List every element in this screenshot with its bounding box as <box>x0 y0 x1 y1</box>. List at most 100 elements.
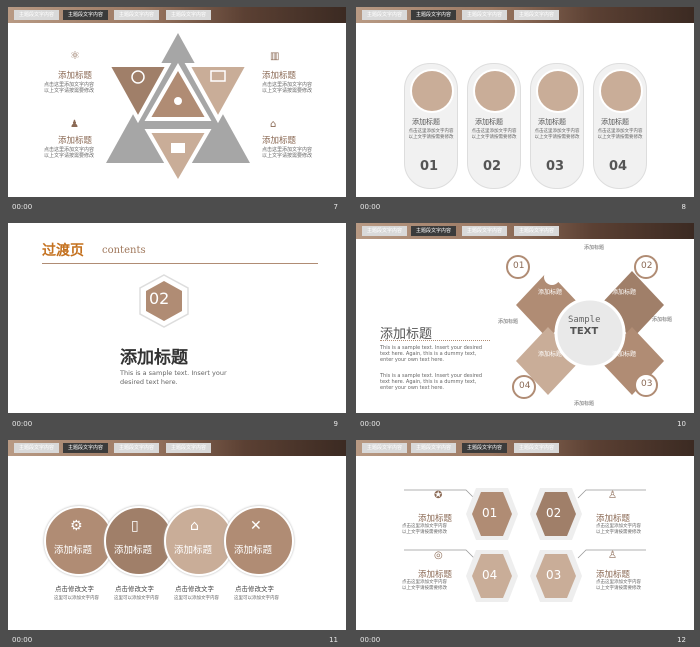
card-title-4: 添加标题 <box>601 118 629 126</box>
item-title-1: 添加标题 <box>58 71 93 81</box>
item-title-3: 添加标题 <box>58 136 93 146</box>
lightbulb-icon: ✪ <box>434 490 443 501</box>
footer-time-12: 00:00 <box>360 636 381 644</box>
card-desc-1: 点击这里添加文字内容 以上文字请按需要修改 <box>408 129 454 140</box>
page-number-10: 10 <box>677 420 686 428</box>
hex-number-4: 04 <box>482 568 498 582</box>
tab-2: 主题段文字内容 <box>63 443 109 453</box>
slide-10-footer: 00:00 10 <box>356 417 694 431</box>
presenter-chart-icon: ♙ <box>608 550 617 561</box>
item-desc-3: 点击这里添加文字内容 以上文字请按需要修改 <box>44 147 95 159</box>
item-desc-1: 点击这里添加文字内容 以上文字请按需要修改 <box>402 524 447 535</box>
slide-header-bar: 主题段文字内容 主题段文字内容 主题段文字内容 主题段文字内容 <box>356 223 694 239</box>
slide-thumbnail-10[interactable]: 主题段文字内容 主题段文字内容 主题段文字内容 主题段文字内容 Sample T… <box>356 223 694 413</box>
tab-1: 主题段文字内容 <box>362 10 408 20</box>
tab-3: 主题段文字内容 <box>114 443 160 453</box>
item-sub-1: 点击修改文字 <box>55 585 94 593</box>
card-number-2: 02 <box>483 159 502 174</box>
card-title-2: 添加标题 <box>475 118 503 126</box>
item-desc-4: 点击这里添加文字内容 以上文字请按需要修改 <box>596 580 641 591</box>
petal-number-3: 03 <box>641 379 653 389</box>
card-desc-3: 点击这里添加文字内容 以上文字请按需要修改 <box>534 129 580 140</box>
tab-4: 主题段文字内容 <box>166 443 212 453</box>
item-title-1: 添加标题 <box>418 514 453 524</box>
card-number-1: 01 <box>420 159 439 174</box>
item-sub-3: 点击修改文字 <box>175 585 214 593</box>
tab-2: 主题段文字内容 <box>411 226 457 236</box>
tab-2: 主题段文字内容 <box>63 10 109 20</box>
body-title: 添加标题 <box>380 327 433 342</box>
tab-4: 主题段文字内容 <box>514 443 560 453</box>
footer-time-9: 00:00 <box>12 420 33 428</box>
triangle-diagram <box>104 33 252 188</box>
hex-number-3: 03 <box>546 568 562 582</box>
callout-3: 添加标题 <box>498 319 519 325</box>
avatar-icon <box>410 69 454 113</box>
circle-label-1: 添加标题 <box>54 545 93 556</box>
slide-thumbnail-9[interactable]: 过渡页 contents 02 添加标题 This is a sample te… <box>8 223 346 413</box>
page-number-9: 9 <box>333 420 338 428</box>
page-number-8: 8 <box>681 203 686 211</box>
section-text: This is a sample text. Insert your desir… <box>120 369 227 386</box>
item-title-2: 添加标题 <box>262 71 297 81</box>
item-desc-4: 点击这里添加文字内容 以上文字请按需要修改 <box>262 147 313 159</box>
item-desc-2: 点击这里添加文字内容 以上文字请按需要修改 <box>262 82 313 94</box>
item-desc-3: 点击这里添加文字内容 以上文字请按需要修改 <box>402 580 447 591</box>
slide-8-footer: 00:00 8 <box>356 200 694 214</box>
item-desc-3: 这里可以添加文字内容 <box>174 596 219 601</box>
section-title: 添加标题 <box>120 348 188 368</box>
footer-time-11: 00:00 <box>12 636 33 644</box>
tab-3: 主题段文字内容 <box>462 10 508 20</box>
home-icon: ⌂ <box>190 518 199 534</box>
footer-time-8: 00:00 <box>360 203 381 211</box>
item-title-4: 添加标题 <box>262 136 297 146</box>
slide-thumbnail-12[interactable]: 主题段文字内容 主题段文字内容 主题段文字内容 主题段文字内容 ✪ ♙ ◎ ♙ … <box>356 440 694 630</box>
circle-item-2 <box>104 506 174 576</box>
title-underline <box>380 340 490 342</box>
circle-item-1 <box>44 506 114 576</box>
item-desc-1: 点击这里添加文字内容 以上文字请按需要修改 <box>44 82 95 94</box>
slide-header-bar: 主题段文字内容 主题段文字内容 主题段文字内容 主题段文字内容 <box>356 440 694 456</box>
item-desc-2: 点击这里添加文字内容 以上文字请按需要修改 <box>596 524 641 535</box>
heading-underline <box>42 263 318 264</box>
section-heading: 过渡页 <box>42 243 84 259</box>
page-number-11: 11 <box>329 636 338 644</box>
slide-thumbnail-8[interactable]: 主题段文字内容 主题段文字内容 主题段文字内容 主题段文字内容 添加标题 添加标… <box>356 7 694 197</box>
chart-icon: ▥ <box>270 51 280 62</box>
slide-header-bar: 主题段文字内容 主题段文字内容 主题段文字内容 主题段文字内容 <box>8 7 346 23</box>
slide-thumbnail-7[interactable]: 主题段文字内容 主题段文字内容 主题段文字内容 主题段文字内容 ⚛ 添加标题 点… <box>8 7 346 197</box>
center-text-1: Sample <box>568 315 601 325</box>
page-number-12: 12 <box>677 636 686 644</box>
item-sub-4: 点击修改文字 <box>235 585 274 593</box>
petal-label-3: 添加标题 <box>538 351 563 358</box>
card-desc-4: 点击这里添加文字内容 以上文字请按需要修改 <box>597 129 643 140</box>
item-desc-4: 这里可以添加文字内容 <box>234 596 279 601</box>
body-paragraph-1: This is a sample text. Insert your desir… <box>380 345 483 363</box>
hex-number-1: 01 <box>482 506 498 520</box>
team-icon: ♟ <box>70 119 79 130</box>
slide-header-bar: 主题段文字内容 主题段文字内容 主题段文字内容 主题段文字内容 <box>8 440 346 456</box>
slide-thumbnail-11[interactable]: 主题段文字内容 主题段文字内容 主题段文字内容 主题段文字内容 ⚙ ▯ ⌂ ✕ … <box>8 440 346 630</box>
avatar-icon <box>473 69 517 113</box>
tab-3: 主题段文字内容 <box>462 443 508 453</box>
tab-3: 主题段文字内容 <box>114 10 160 20</box>
item-desc-1: 这里可以添加文字内容 <box>54 596 99 601</box>
phone-icon: ▯ <box>131 518 139 534</box>
footer-time-7: 00:00 <box>12 203 33 211</box>
item-desc-2: 这里可以添加文字内容 <box>114 596 159 601</box>
petal-label-1: 添加标题 <box>538 289 563 296</box>
atom-icon: ⚛ <box>70 49 80 62</box>
item-sub-2: 点击修改文字 <box>115 585 154 593</box>
tab-3: 主题段文字内容 <box>462 226 508 236</box>
number-hexagon <box>139 274 189 328</box>
circle-item-4 <box>224 506 294 576</box>
item-title-4: 添加标题 <box>596 570 631 580</box>
presenter-icon: ♙ <box>608 490 617 501</box>
section-subheading: contents <box>102 245 146 256</box>
footer-time-10: 00:00 <box>360 420 381 428</box>
circle-label-3: 添加标题 <box>174 545 213 556</box>
hexagon-diagram <box>404 488 646 602</box>
tab-1: 主题段文字内容 <box>14 443 60 453</box>
callout-4: 添加标题 <box>574 401 595 407</box>
hex-number-2: 02 <box>546 506 562 520</box>
